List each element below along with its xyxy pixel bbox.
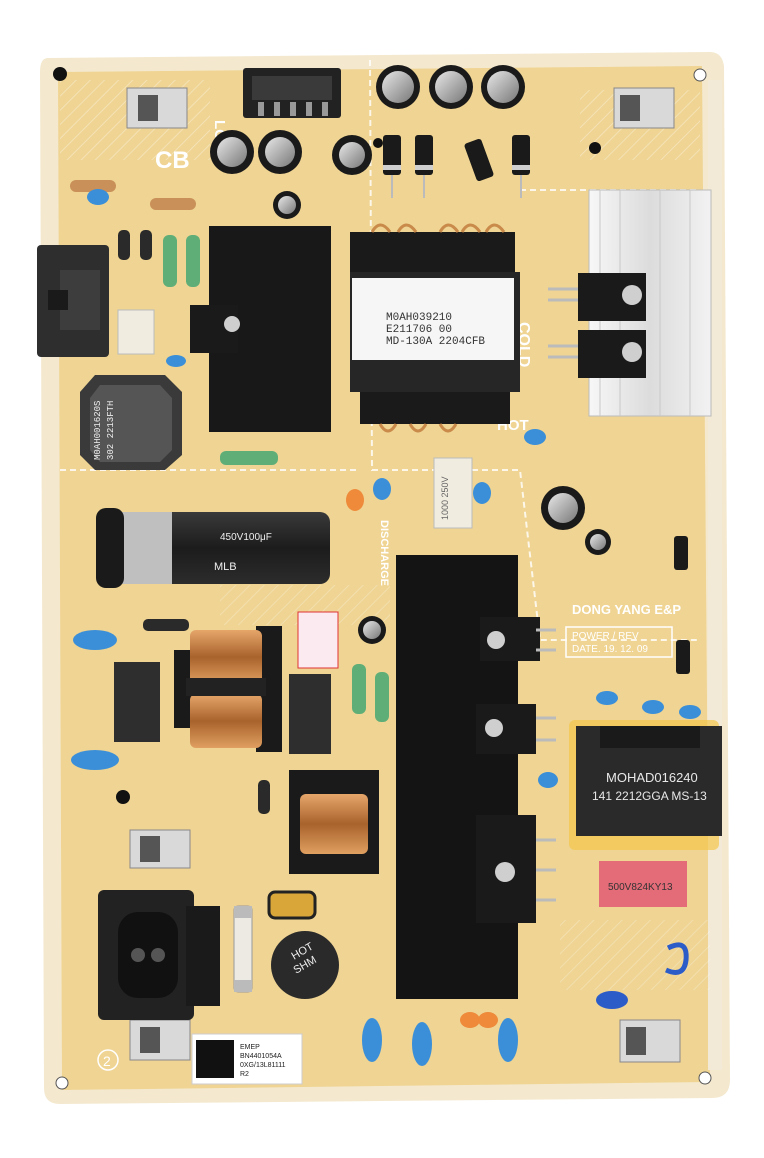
ac-inlet (98, 890, 220, 1020)
left-connector (37, 245, 109, 357)
top-connector (243, 68, 341, 118)
diodes-top (383, 135, 530, 198)
main-transformer-text2: E211706 00 (386, 324, 452, 336)
mount-clip-bottom-left (129, 1019, 191, 1061)
diodes-right (674, 536, 690, 674)
sticker-text2: BN4401054A (240, 1053, 282, 1060)
resistors-top-left (70, 180, 389, 814)
mount-clip-top-right (613, 87, 675, 129)
thermistor (267, 890, 317, 920)
revision-label: POWER / REV (572, 631, 639, 642)
sticker-text3: 0XG/13L81111 (240, 1062, 286, 1069)
common-mode-choke (174, 626, 282, 752)
main-transformer: M0AH039210 E211706 00 MD-130A 2204CFB (350, 223, 520, 433)
bulk-capacitor-text1: MLB (214, 561, 237, 573)
heatsink-left (190, 226, 331, 432)
x-capacitor-text: 500V824KY13 (608, 882, 673, 893)
mount-clip-mid-left (129, 829, 191, 869)
manufacturer-label: DONG YANG E&P (572, 602, 681, 617)
discharge-label: DISCHARGE (378, 520, 390, 586)
inductor-left-text1: M0AH001620S (93, 401, 103, 460)
mount-clip-top-left (126, 87, 188, 129)
heatsink-right-aluminium (548, 189, 712, 417)
film-capacitor-small (117, 309, 155, 355)
cb-label: CB (155, 147, 190, 174)
capacitors-top (210, 65, 611, 644)
bulk-capacitor-text2: 450V100μF (220, 532, 272, 543)
blue-capacitors (71, 189, 701, 1066)
heatsink-center (396, 555, 556, 999)
pfc-inductor (289, 770, 379, 874)
film-capacitor-white-text: 1000 250V (440, 476, 450, 520)
inductor-left-text2: 302 2213FTH (106, 401, 116, 460)
orange-capacitors (346, 489, 498, 1028)
right-transformer-text1: MOHAD016240 (606, 770, 698, 785)
label-sticker: EMEP BN4401054A 0XG/13L81111 R2 (191, 1033, 303, 1085)
sticker-text4: R2 (240, 1071, 249, 1078)
varistor: HOT SHM (271, 931, 339, 999)
date-label: DATE. 19. 12. 09 (572, 644, 648, 655)
pink-capacitor (297, 611, 339, 669)
corner-mark: 2 (103, 1053, 111, 1069)
fuse (233, 905, 253, 993)
x-capacitor-red: 500V824KY13 (599, 861, 687, 907)
film-capacitor-left (114, 662, 160, 742)
sticker-text1: EMEP (240, 1044, 260, 1051)
blue-arrow-mark (664, 942, 689, 975)
film-capacitor-mid (289, 674, 331, 754)
film-capacitor-white: 1000 250V (433, 457, 473, 529)
main-transformer-text3: MD-130A 2204CFB (386, 336, 485, 348)
inductor-left: M0AH001620S 302 2213FTH (80, 375, 182, 470)
main-transformer-text1: M0AH039210 (386, 312, 452, 324)
right-transformer-text2: 141 2212GGA MS-13 (592, 789, 707, 803)
right-transformer: MOHAD016240 141 2212GGA MS-13 (569, 720, 722, 850)
bulk-capacitor: MLB 450V100μF (96, 508, 330, 588)
mount-clip-bottom-right (619, 1019, 681, 1063)
